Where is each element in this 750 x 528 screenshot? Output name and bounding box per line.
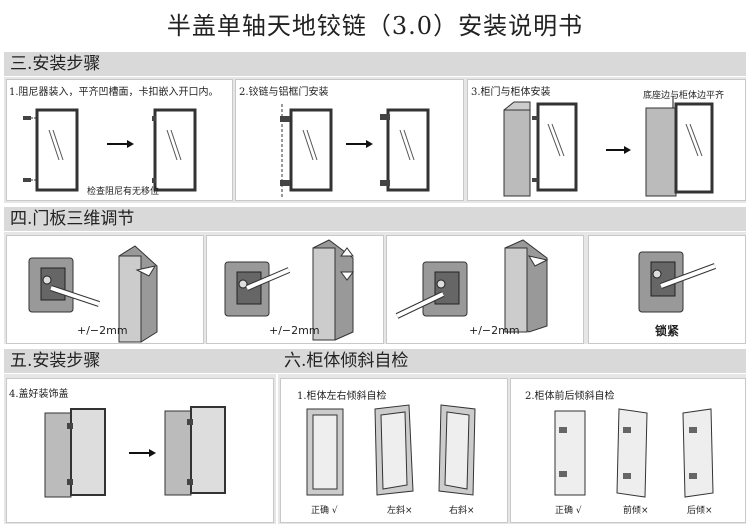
check-2-drawing [554,408,714,498]
check-1-label-1: 正确 √ [311,506,338,516]
adjust-1-panel: +/−2mm [6,235,204,344]
step-4-caption: 4.盖好装饰盖 [9,389,69,400]
adjust-3-drawing [395,239,549,333]
check-2-label-2: 前倾× [623,506,649,516]
step-1-caption: 1.阻尼器装入，平齐凹槽面，卡扣嵌入开口内。 [9,87,219,98]
step-3-note: 底座边与柜体边平齐 [643,91,725,101]
adjust-3-panel: +/−2mm [386,235,584,344]
check-1-caption: 1.柜体左右倾斜自检 [297,391,387,402]
step-3-caption: 3.柜门与柜体安装 [471,87,551,98]
lock-label: 锁紧 [655,324,680,338]
section-3-header: 三.安装步骤 [4,52,746,76]
section-4-header: 四.门板三维调节 [4,207,746,231]
step-4-drawing [44,406,226,498]
adjust-1-label: +/−2mm [77,324,128,337]
step-1-drawing [23,108,197,192]
adjust-2-drawing [224,239,354,341]
check-1-label-2: 左斜× [387,506,413,516]
step-1-note: 检查阻尼有无移位 [87,187,160,197]
lock-panel: 锁紧 [588,235,746,344]
step-2-panel: 2.铰链与铝框门安装 [235,79,464,201]
check-1-panel: 1.柜体左右倾斜自检 正确 √ 左斜× 右斜× [280,378,508,523]
adjust-3-label: +/−2mm [469,324,520,337]
check-2-label-3: 后倾× [687,506,713,516]
step-4-panel: 4.盖好装饰盖 [6,378,274,523]
section-6-header: 六.柜体倾斜自检 [278,349,746,373]
page-title: 半盖单轴天地铰链（3.0）安装说明书 [166,12,584,40]
check-2-caption: 2.柜体前后倾斜自检 [525,391,615,402]
step-3-panel: 3.柜门与柜体安装 底座边与柜体边平齐 [467,79,746,201]
step-1-panel: 1.阻尼器装入，平齐凹槽面，卡扣嵌入开口内。 检查阻尼有无移位 [6,79,233,201]
adjust-1-drawing [28,245,158,343]
check-1-drawing [306,404,476,496]
step-2-caption: 2.铰链与铝框门安装 [239,87,329,98]
check-1-label-3: 右斜× [449,506,475,516]
step-2-drawing [280,104,430,198]
check-2-label-1: 正确 √ [555,506,582,516]
step-3-drawing [503,96,714,197]
adjust-2-panel: +/−2mm [206,235,384,344]
section-5-header: 五.安装步骤 [4,349,278,373]
check-2-panel: 2.柜体前后倾斜自检 正确 √ 前倾× 后倾× [510,378,746,523]
lock-drawing [638,251,717,313]
adjust-2-label: +/−2mm [269,324,320,337]
